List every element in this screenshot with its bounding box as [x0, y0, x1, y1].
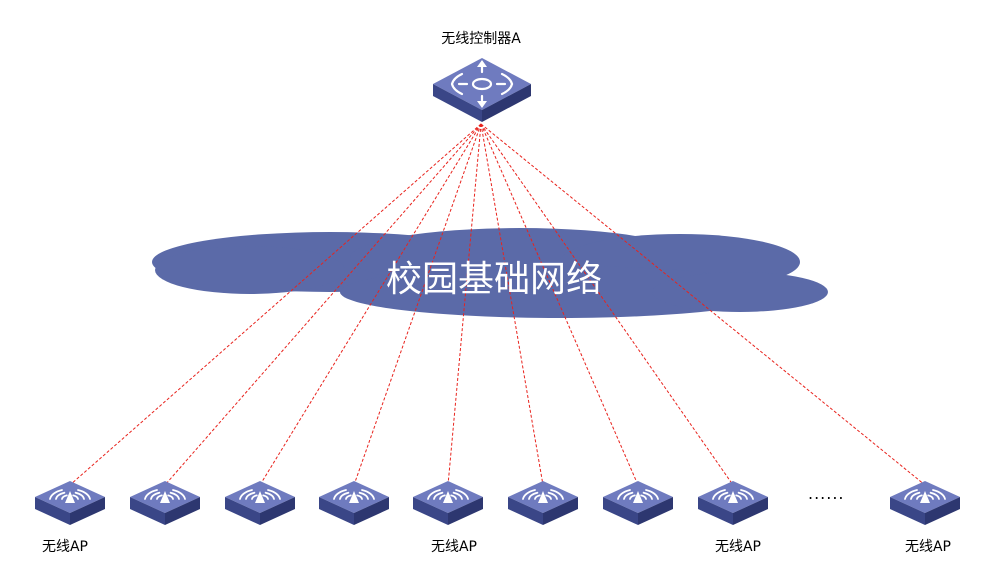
wireless-ap-icon	[130, 481, 200, 525]
ap-label: 无线AP	[904, 539, 952, 555]
link-line	[353, 123, 482, 486]
network-label: 校园基础网络	[386, 259, 603, 300]
campus-network-cloud	[152, 228, 828, 318]
wireless-ap-icon	[225, 481, 295, 525]
controller-label: 无线控制器A	[441, 31, 521, 47]
wireless-ap-icon	[413, 481, 483, 525]
link-line	[480, 123, 639, 486]
wireless-ap-icon	[698, 481, 768, 525]
link-line	[480, 123, 734, 486]
wireless-ap-icon	[508, 481, 578, 525]
access-points	[35, 481, 960, 525]
wireless-ap-icon	[319, 481, 389, 525]
link-line	[259, 123, 482, 486]
ap-label: 无线AP	[714, 539, 762, 555]
ellipsis-more-aps: ......	[808, 484, 845, 503]
wireless-controller-icon	[433, 58, 531, 122]
link-line	[480, 123, 544, 486]
link-line	[480, 123, 926, 486]
ap-label: 无线AP	[430, 539, 478, 555]
wireless-ap-icon	[890, 481, 960, 525]
link-line	[69, 123, 482, 486]
wireless-ap-icon	[35, 481, 105, 525]
link-lines	[69, 123, 926, 486]
wireless-ap-icon	[603, 481, 673, 525]
ap-label: 无线AP	[41, 539, 89, 555]
link-line	[447, 123, 482, 486]
